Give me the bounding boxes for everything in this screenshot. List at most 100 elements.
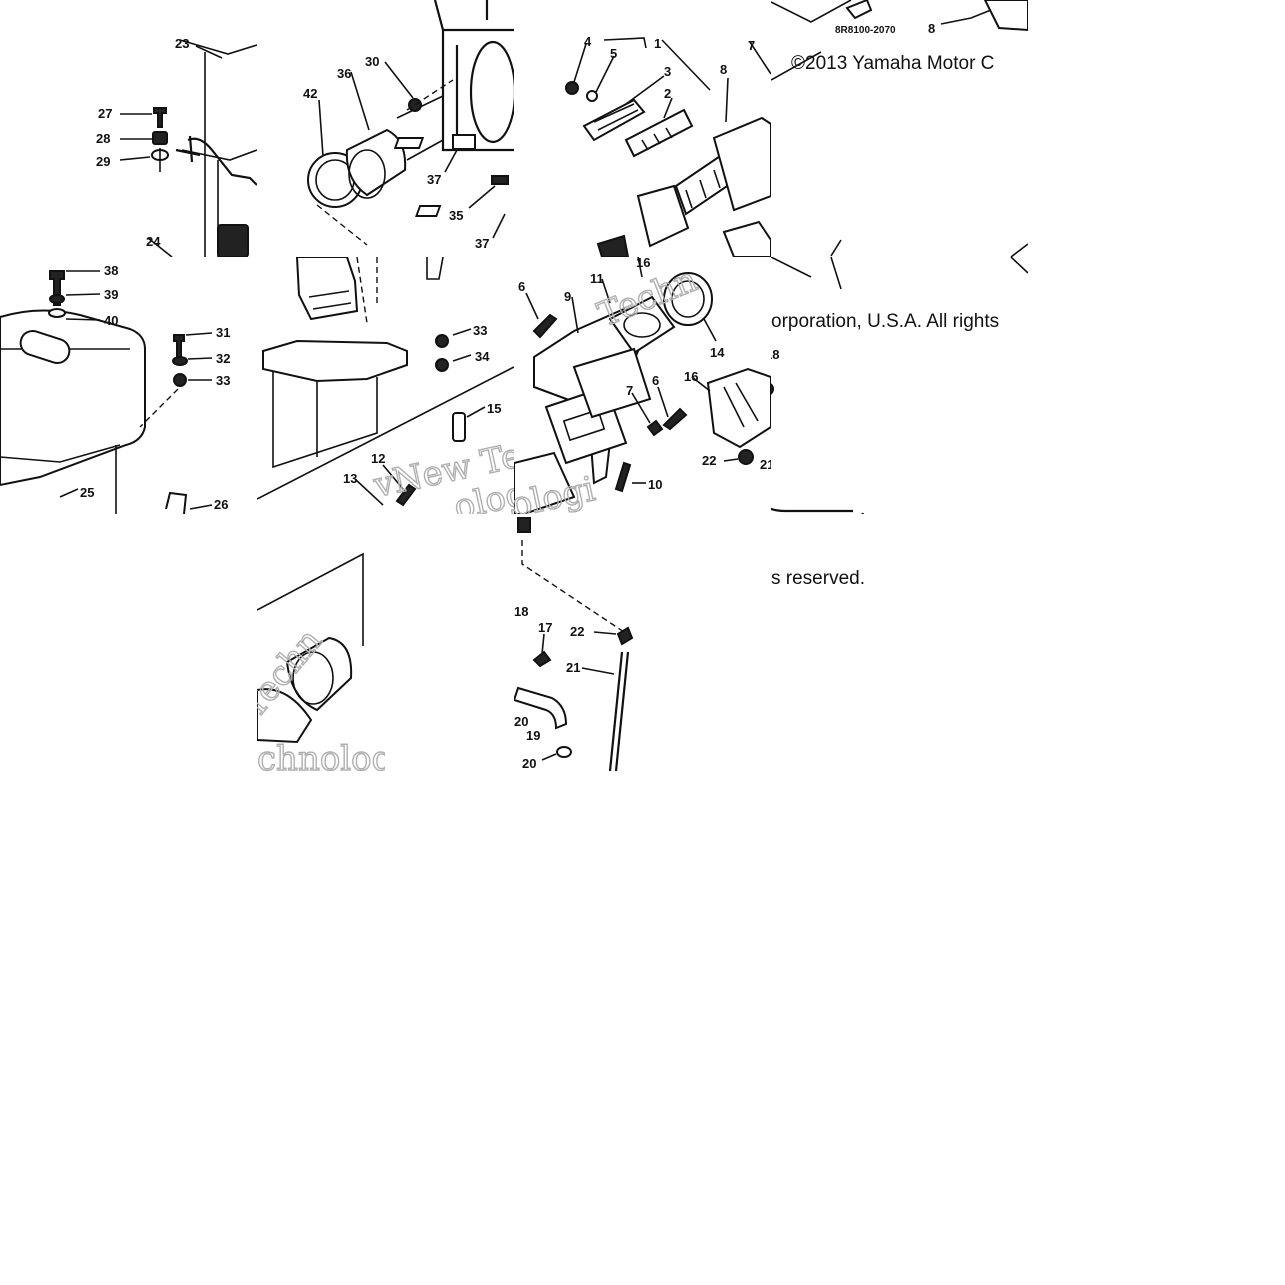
bolt-38 xyxy=(49,270,65,306)
callout-21: 21 xyxy=(566,660,580,675)
callout-29: 29 xyxy=(96,154,110,169)
callout-14: 14 xyxy=(710,345,725,360)
clamp-top-right xyxy=(771,383,774,395)
tile-top-left: 23 27 28 29 24 xyxy=(0,0,257,257)
damper-37a xyxy=(393,137,425,149)
hose-fittings-drawing: 17 18 22 21 19 20 20 xyxy=(514,517,634,771)
callout-8: 8 xyxy=(720,62,727,77)
flange-11 xyxy=(608,295,676,355)
callout-31: 31 xyxy=(216,325,230,340)
callout-21-mid: 21 xyxy=(760,457,771,472)
callout-8-header: 8 xyxy=(928,21,936,36)
callout-38: 38 xyxy=(104,263,118,278)
callout-42: 42 xyxy=(303,86,317,101)
callout-36: 36 xyxy=(337,66,351,81)
part-corner-top xyxy=(845,0,873,20)
callout-33-b: 33 xyxy=(473,323,487,338)
callout-15: 15 xyxy=(487,401,501,416)
reed-2 xyxy=(624,108,694,158)
air-box-bracket-drawing: 23 27 28 29 24 xyxy=(96,36,257,257)
callout-34: 34 xyxy=(475,349,490,364)
clip-26 xyxy=(165,491,188,514)
clamp-lower xyxy=(596,234,630,257)
callout-16-top: 16 xyxy=(636,257,650,270)
callout-37b: 37 xyxy=(475,236,489,251)
callout-18: 18 xyxy=(514,604,528,619)
callout-13: 13 xyxy=(343,471,357,486)
tile-middle-far-right: 18 orporation, U.S.A. All rights xyxy=(771,257,1028,514)
collar-28 xyxy=(152,131,168,145)
callout-22-b: 22 xyxy=(570,624,584,639)
callout-11: 11 xyxy=(590,271,604,286)
hose-21-b xyxy=(608,651,630,771)
callout-3: 3 xyxy=(664,64,671,79)
header-strip-drawing xyxy=(771,0,1028,257)
washer-5 xyxy=(586,90,598,102)
callout-1: 1 xyxy=(654,36,661,51)
callout-9: 9 xyxy=(564,289,571,304)
tile-top-right: 1 4 5 3 2 8 7 xyxy=(514,0,771,257)
tile-bottom-far-right: s reserved. xyxy=(771,514,899,642)
nut-33-b xyxy=(435,334,449,348)
bolt-31 xyxy=(173,334,185,360)
callout-4: 4 xyxy=(584,34,592,49)
fitting-top xyxy=(517,517,531,533)
reed-valve-drawing: 1 4 5 3 2 8 7 xyxy=(565,34,771,257)
nut-30 xyxy=(408,98,422,112)
reed-body-bottom xyxy=(514,451,576,514)
hose-19 xyxy=(514,686,568,730)
tile-middle-left: 38 39 40 31 32 33 25 26 xyxy=(0,257,257,514)
washer-40 xyxy=(48,308,66,318)
air-box-body xyxy=(262,339,408,383)
callout-2: 2 xyxy=(664,86,671,101)
valve-body-16 xyxy=(706,367,771,449)
tile-middle-middle: 33 34 15 12 13 vNew Tec ologi xyxy=(257,257,514,514)
joint-15 xyxy=(452,412,466,442)
copyright-line-3: s reserved. xyxy=(771,568,865,589)
bracket-clamp xyxy=(175,135,257,186)
air-box-tab xyxy=(452,134,476,150)
hose-drawing: 18 xyxy=(771,257,1028,514)
callout-17: 17 xyxy=(538,620,552,635)
bracket-outline xyxy=(179,39,257,257)
callout-23: 23 xyxy=(175,36,189,51)
callout-32: 32 xyxy=(216,351,230,366)
callout-16: 16 xyxy=(684,369,698,384)
nut-33 xyxy=(173,373,187,387)
air-box-port xyxy=(469,40,514,144)
air-box-cover-drawing: 38 39 40 31 32 33 25 26 xyxy=(0,263,230,514)
callout-24: 24 xyxy=(146,234,161,249)
carburetor-joint-drawing: 14 16 11 9 6 6 7 10 16 xyxy=(514,257,771,514)
duct-flange xyxy=(217,224,249,257)
air-box-wall xyxy=(433,0,514,152)
screw-4 xyxy=(565,81,579,95)
reed-stopper-3 xyxy=(582,98,646,142)
air-box-port-top xyxy=(295,257,359,321)
callout-39: 39 xyxy=(104,287,118,302)
callout-12: 12 xyxy=(371,451,385,466)
drawing-code: 8R8100-2070 xyxy=(835,25,896,36)
washer-39 xyxy=(49,294,65,304)
callout-22: 22 xyxy=(702,453,716,468)
bolt-27 xyxy=(153,107,167,128)
gasket-lower xyxy=(636,184,690,248)
clip-20 xyxy=(556,746,572,758)
tile-top-far-right: 8R8100-2070 8 ©2013 Yamaha Motor C xyxy=(771,0,1028,257)
callout-33: 33 xyxy=(216,373,230,388)
callout-25: 25 xyxy=(80,485,94,500)
gasket-8 xyxy=(712,116,771,212)
callout-37a: 37 xyxy=(427,172,441,187)
hose-21 xyxy=(861,512,865,514)
callout-28: 28 xyxy=(96,131,110,146)
intake-boot xyxy=(257,688,313,744)
callout-20-partial: 20 xyxy=(514,714,528,729)
callout-7-mid: 7 xyxy=(626,383,633,398)
clamp-22 xyxy=(738,449,754,465)
damper-37b xyxy=(415,205,442,217)
cover-slot xyxy=(19,329,71,365)
gasket-mid xyxy=(572,347,652,419)
callout-27: 27 xyxy=(98,106,112,121)
copyright-line-2: orporation, U.S.A. All rights xyxy=(771,311,1000,332)
tile-bottom-right: 17 18 22 21 19 20 20 xyxy=(514,514,642,771)
